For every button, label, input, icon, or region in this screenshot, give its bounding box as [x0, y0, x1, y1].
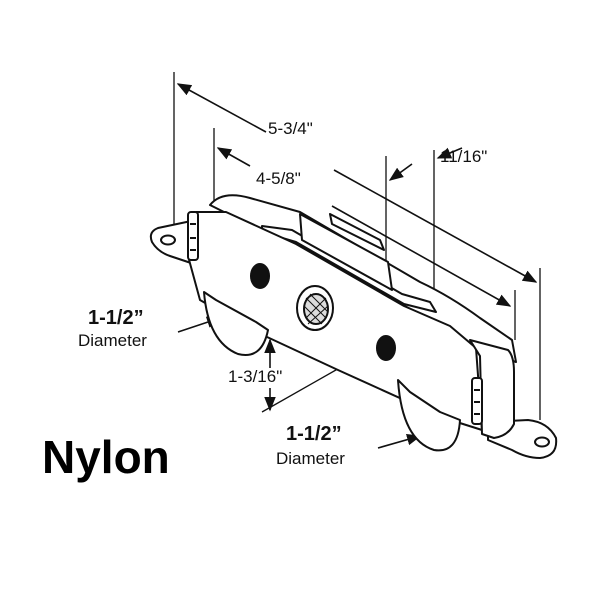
right-wheel-diameter-caption: Diameter	[276, 449, 345, 468]
left-wheel-diameter-caption: Diameter	[78, 331, 147, 350]
width-label: 11/16"	[440, 147, 488, 166]
right-wheel-diameter-value: 1-1/2”	[286, 423, 342, 445]
height-label: 1-3/16"	[228, 367, 283, 386]
left-wheel-diameter-value: 1-1/2”	[88, 307, 144, 329]
wheel-spacing-label: 4-5/8"	[256, 169, 301, 188]
material-label: Nylon	[42, 431, 170, 483]
dimension-arrows	[176, 83, 538, 449]
overall-length-label: 5-3/4"	[268, 119, 313, 138]
roller-housing	[149, 194, 558, 459]
